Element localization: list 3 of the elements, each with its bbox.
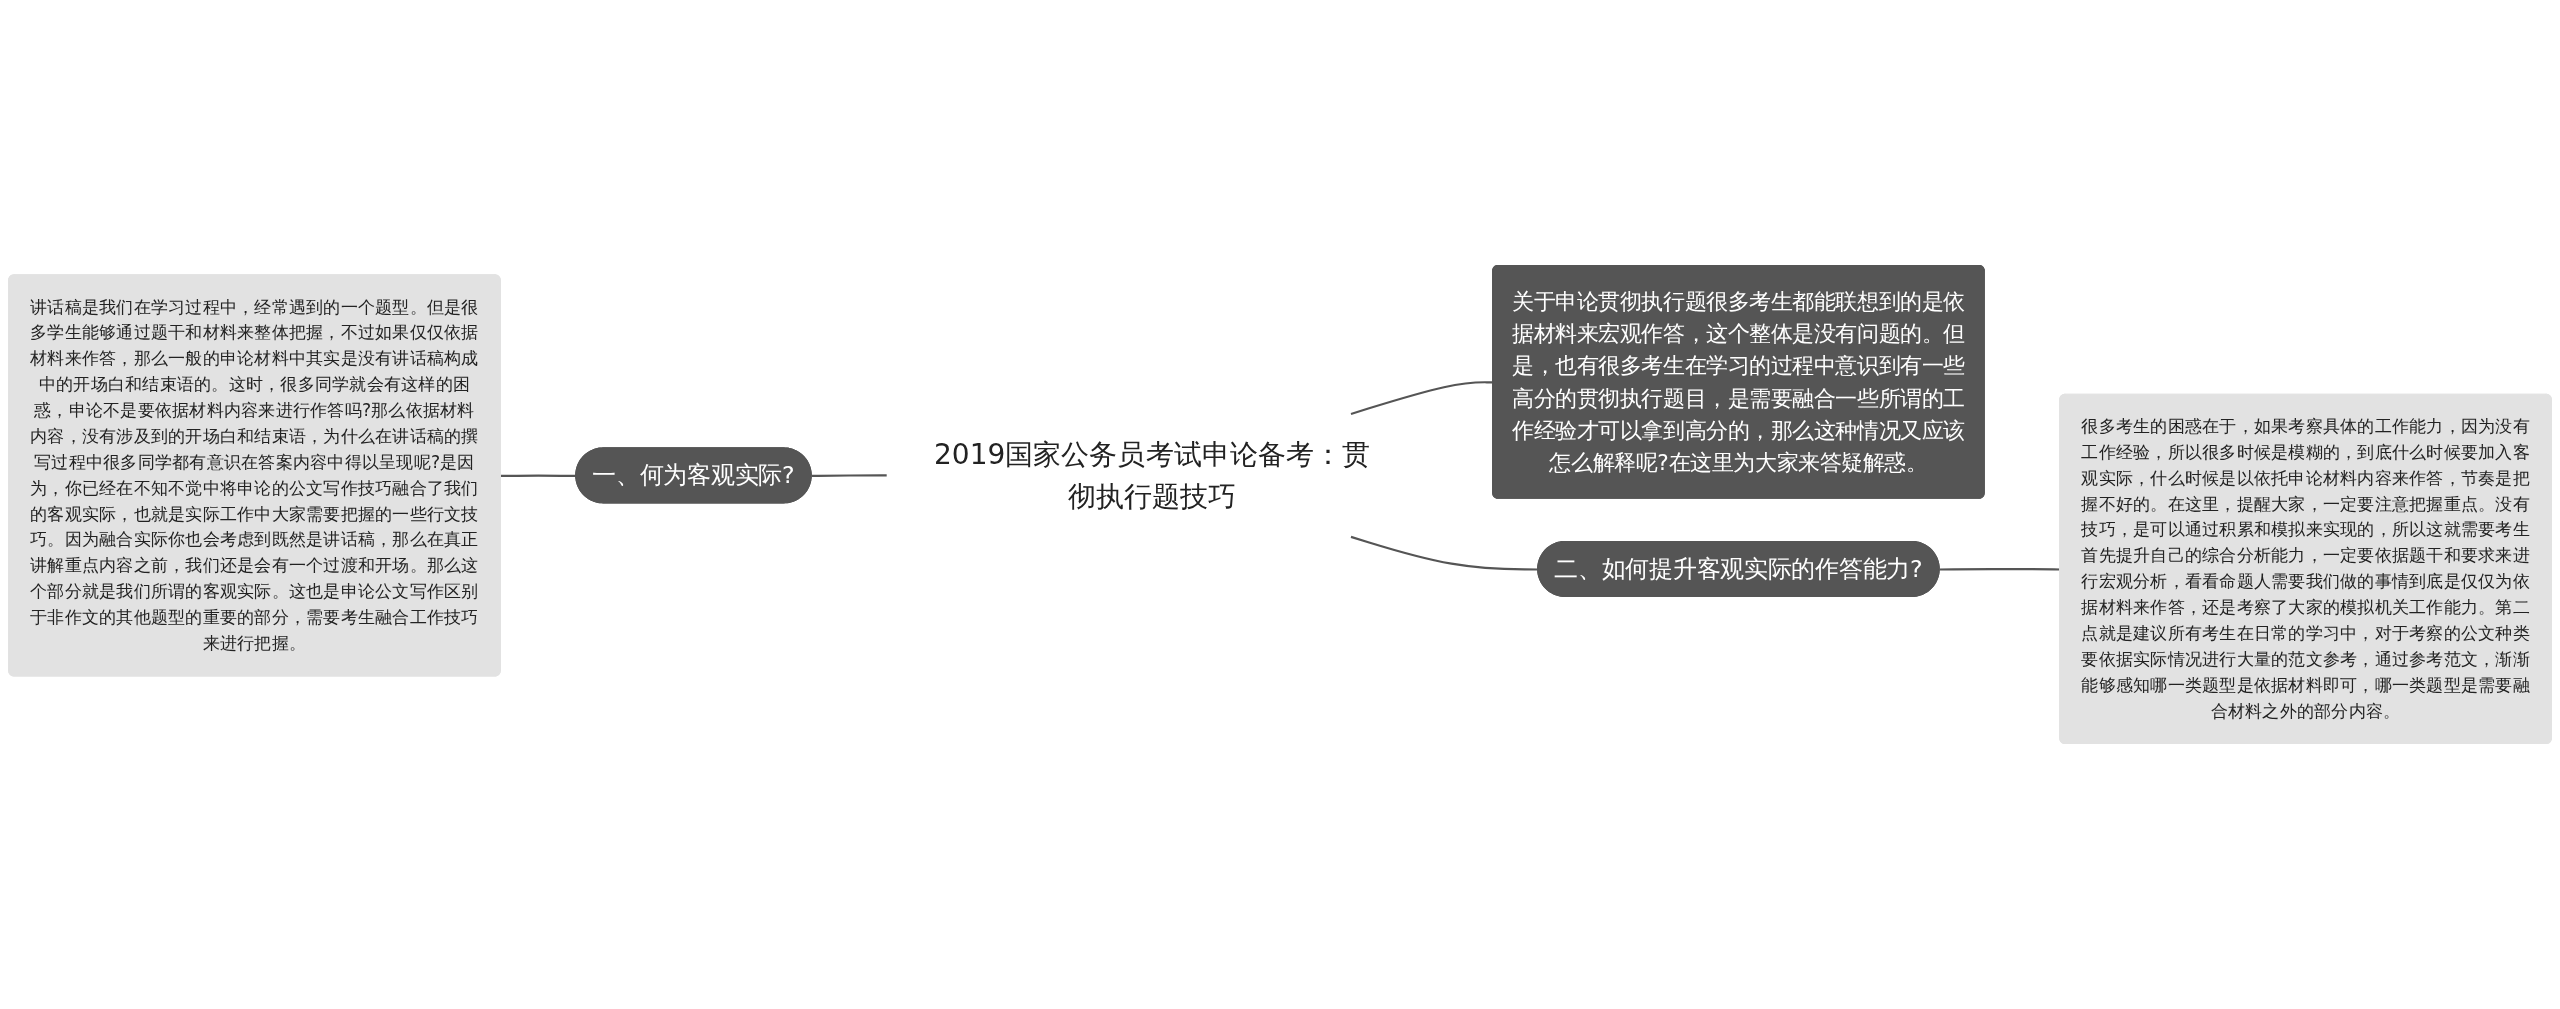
node-text: 2019国家公务员考试申论备考：贯彻执行题技巧 bbox=[934, 437, 1370, 513]
connector bbox=[500, 474, 577, 477]
connector bbox=[811, 474, 887, 477]
